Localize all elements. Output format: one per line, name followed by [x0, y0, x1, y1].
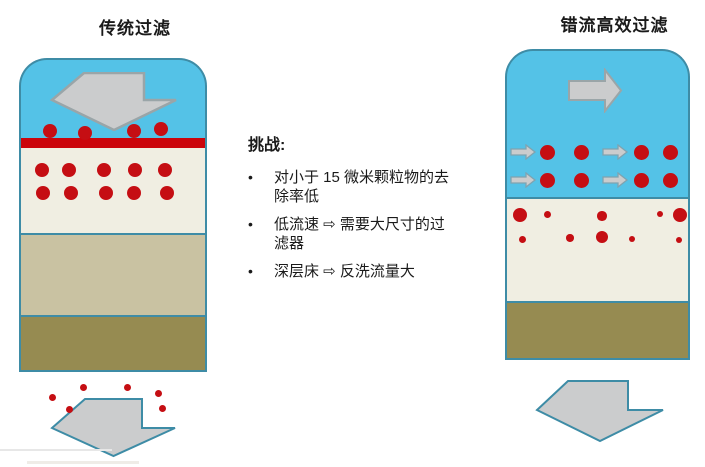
- crossflow-small-arrow-icon: [510, 144, 537, 160]
- right-bed-particle-dot: [566, 234, 574, 242]
- left-bed-particle-dot: [35, 163, 49, 177]
- right-diagram-title: 错流高效过滤: [560, 16, 669, 35]
- right-bed-particle-dot: [657, 211, 663, 217]
- artifact-smudge: [27, 461, 139, 464]
- right-bed-particle-dot: [628, 235, 636, 243]
- right-outflow-down-arrow-icon: [535, 380, 664, 443]
- right-suspended-particle-dot: [539, 144, 555, 160]
- left-bed-top-layer: [19, 148, 207, 233]
- left-cake-particle-dot: [78, 126, 92, 140]
- challenge-item: • 低流速 ⇨ 需要大尺寸的过滤器: [248, 215, 473, 253]
- left-outlet-particle-dot: [123, 383, 131, 391]
- left-outlet-particle-dot: [65, 405, 73, 413]
- right-bed-particle-dot: [595, 230, 609, 244]
- left-outlet-particle-dot: [154, 389, 162, 397]
- right-suspended-particle-dot: [662, 144, 678, 160]
- left-bed-middle-layer: [19, 233, 207, 315]
- artifact-smudge: [0, 449, 112, 451]
- challenges-block: 挑战: • 对小于 15 微米颗粒物的去除率低 • 低流速 ⇨ 需要大尺寸的过滤器 • 深…: [248, 131, 473, 290]
- left-filter-cake-band: [19, 138, 207, 148]
- bullet-icon: •: [248, 263, 253, 279]
- right-bed-bottom-layer: [505, 301, 690, 360]
- left-diagram-title: 传统过滤: [99, 19, 171, 38]
- right-suspended-particle-dot: [539, 172, 555, 188]
- challenges-list: • 对小于 15 微米颗粒物的去除率低 • 低流速 ⇨ 需要大尺寸的过滤器 • 深层床 ⇨…: [248, 168, 473, 281]
- left-bed-particle-dot: [128, 163, 142, 177]
- left-bed-particle-dot: [160, 186, 174, 200]
- left-outlet-particle-dot: [158, 404, 166, 412]
- challenge-item: • 深层床 ⇨ 反洗流量大: [248, 262, 473, 281]
- left-bed-bottom-layer: [19, 315, 207, 372]
- left-bed-particle-dot: [97, 163, 111, 177]
- left-outlet-particle-dot: [48, 393, 56, 401]
- challenge-item: • 对小于 15 微米颗粒物的去除率低: [248, 168, 473, 206]
- right-bed-particle-dot: [675, 236, 683, 244]
- left-bed-particle-dot: [99, 186, 113, 200]
- right-suspended-particle-dot: [662, 172, 678, 188]
- right-suspended-particle-dot: [633, 144, 649, 160]
- crossflow-small-arrow-icon: [602, 144, 629, 160]
- right-bed-particle-dot: [673, 208, 687, 222]
- right-bed-particle-dot: [597, 211, 607, 221]
- traditional-filter-vessel: [19, 58, 207, 372]
- right-bed-particle-dot: [513, 208, 527, 222]
- left-bed-particle-dot: [36, 186, 50, 200]
- left-bed-particle-dot: [127, 186, 141, 200]
- left-outlet-particle-dot: [79, 383, 87, 391]
- challenge-item-text: 低流速 ⇨ 需要大尺寸的过滤器: [274, 216, 445, 252]
- right-suspended-particle-dot: [573, 144, 589, 160]
- left-bed-particle-dot: [62, 163, 76, 177]
- crossflow-small-arrow-icon: [510, 172, 537, 188]
- left-bed-particle-dot: [158, 163, 172, 177]
- left-outflow-down-arrow-icon: [50, 398, 176, 458]
- right-water-layer: [505, 49, 690, 197]
- left-cake-particle-dot: [154, 122, 168, 136]
- bullet-icon: •: [248, 216, 253, 232]
- right-crossflow-right-arrow-icon: [568, 68, 623, 113]
- left-inflow-down-arrow-icon: [50, 72, 177, 131]
- left-bed-particle-dot: [64, 186, 78, 200]
- challenge-item-text: 深层床 ⇨ 反洗流量大: [274, 263, 415, 280]
- left-cake-particle-dot: [127, 124, 141, 138]
- right-suspended-particle-dot: [573, 172, 589, 188]
- challenges-heading: 挑战:: [248, 137, 286, 154]
- crossflow-small-arrow-icon: [602, 172, 629, 188]
- right-suspended-particle-dot: [633, 172, 649, 188]
- left-cake-particle-dot: [43, 124, 57, 138]
- challenge-item-text: 对小于 15 微米颗粒物的去除率低: [274, 169, 450, 205]
- right-bed-particle-dot: [543, 210, 551, 218]
- bullet-icon: •: [248, 169, 253, 185]
- right-bed-particle-dot: [518, 235, 526, 243]
